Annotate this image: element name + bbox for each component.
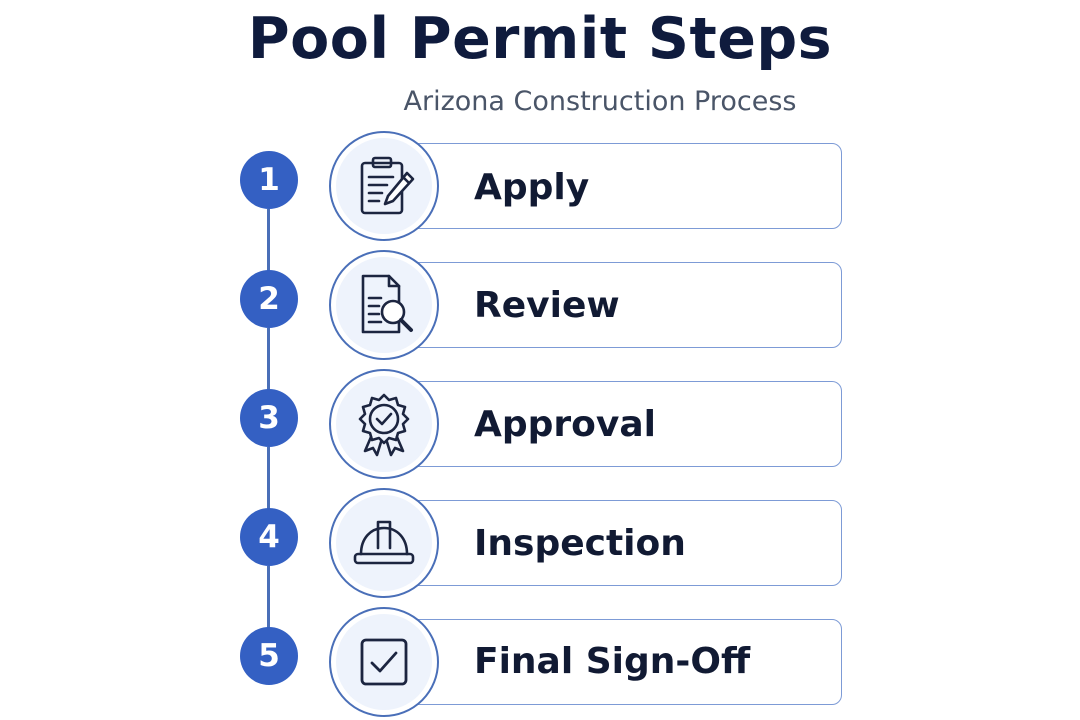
step-number-badge: 2 xyxy=(240,270,298,328)
document-magnifier-icon xyxy=(361,274,413,334)
step-icon-circle xyxy=(329,369,439,479)
step-number-badge: 4 xyxy=(240,508,298,566)
step-card-approval xyxy=(382,381,842,467)
hard-hat-icon xyxy=(353,520,415,565)
step-label: Approval xyxy=(474,404,656,445)
page-title: Pool Permit Steps xyxy=(247,6,833,72)
step-icon-circle xyxy=(329,488,439,598)
step-card-review xyxy=(382,262,842,348)
step-icon-circle xyxy=(329,250,439,360)
step-number-badge: 3 xyxy=(240,389,298,447)
step-number-badge: 5 xyxy=(240,627,298,685)
step-label: Apply xyxy=(474,167,590,208)
step-icon-circle xyxy=(329,131,439,241)
step-connector-line xyxy=(267,209,270,277)
step-label: Final Sign-Off xyxy=(474,641,751,682)
clipboard-pencil-icon xyxy=(360,156,415,215)
step-icon-circle xyxy=(329,607,439,717)
step-card-final-sign-off xyxy=(382,619,842,705)
step-connector-line xyxy=(267,566,270,634)
step-connector-line xyxy=(267,447,270,515)
step-connector-line xyxy=(267,328,270,396)
checkbox-checked-icon xyxy=(360,638,408,686)
step-card-apply xyxy=(382,143,842,229)
step-number-badge: 1 xyxy=(240,151,298,209)
step-label: Review xyxy=(474,285,620,326)
award-badge-check-icon xyxy=(358,393,410,457)
page-subtitle: Arizona Construction Process xyxy=(403,86,797,117)
step-label: Inspection xyxy=(474,523,686,564)
step-card-inspection xyxy=(382,500,842,586)
